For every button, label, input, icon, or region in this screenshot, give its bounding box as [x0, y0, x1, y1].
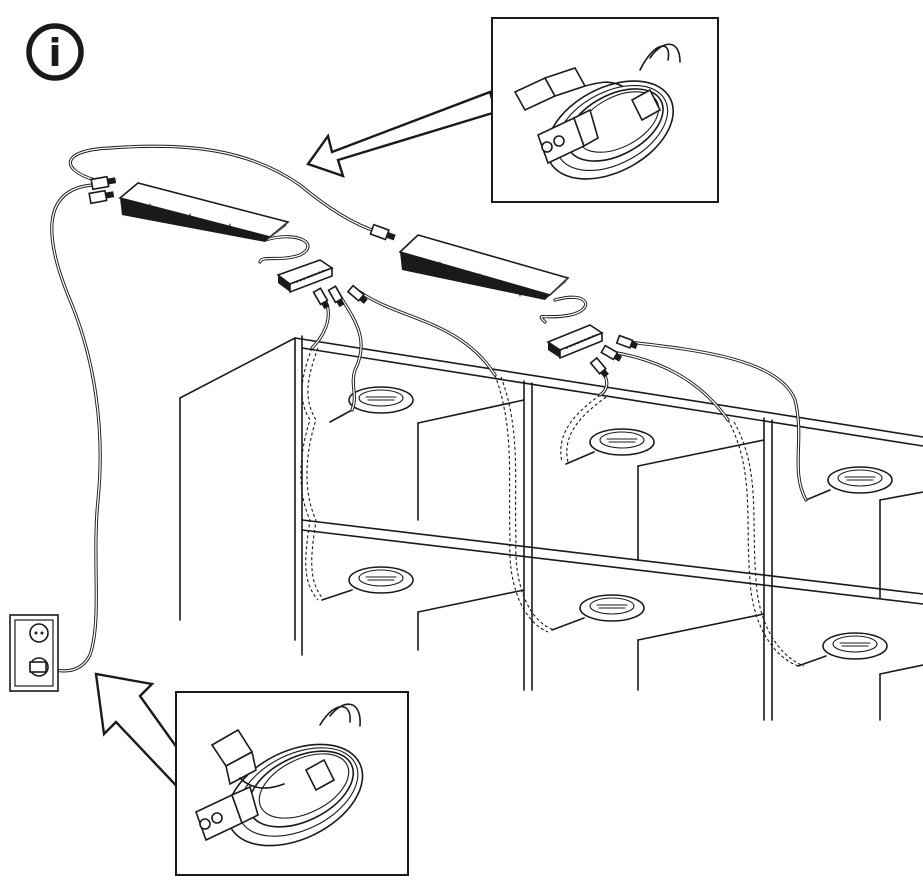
power-cord-icon	[513, 43, 681, 180]
info-symbol: i	[48, 31, 61, 75]
info-icon: i	[26, 23, 84, 81]
led-driver-icon	[118, 182, 290, 242]
inset-power-cord-top	[491, 17, 719, 203]
wall-outlet-icon	[9, 614, 59, 692]
arrow-to-driver-icon	[306, 90, 498, 178]
hidden-wire-routes	[300, 347, 805, 667]
inset-power-cord-bottom	[175, 691, 409, 876]
shelving-unit	[179, 335, 923, 721]
connectors	[88, 175, 638, 378]
puck-light-icon	[329, 386, 414, 423]
puck-light-icon	[321, 566, 414, 601]
connector-hub-icon	[546, 324, 604, 360]
connector-hub-icon	[276, 259, 334, 294]
cables	[43, 144, 808, 673]
puck-light-icon	[551, 594, 645, 631]
led-driver-icon	[398, 234, 570, 300]
eu-power-cord-icon	[195, 703, 364, 847]
arrow-to-outlet-icon	[94, 672, 202, 798]
puck-lights	[321, 386, 893, 667]
puck-light-icon	[805, 466, 893, 501]
puck-light-icon	[797, 632, 888, 667]
puck-light-icon	[565, 428, 655, 465]
